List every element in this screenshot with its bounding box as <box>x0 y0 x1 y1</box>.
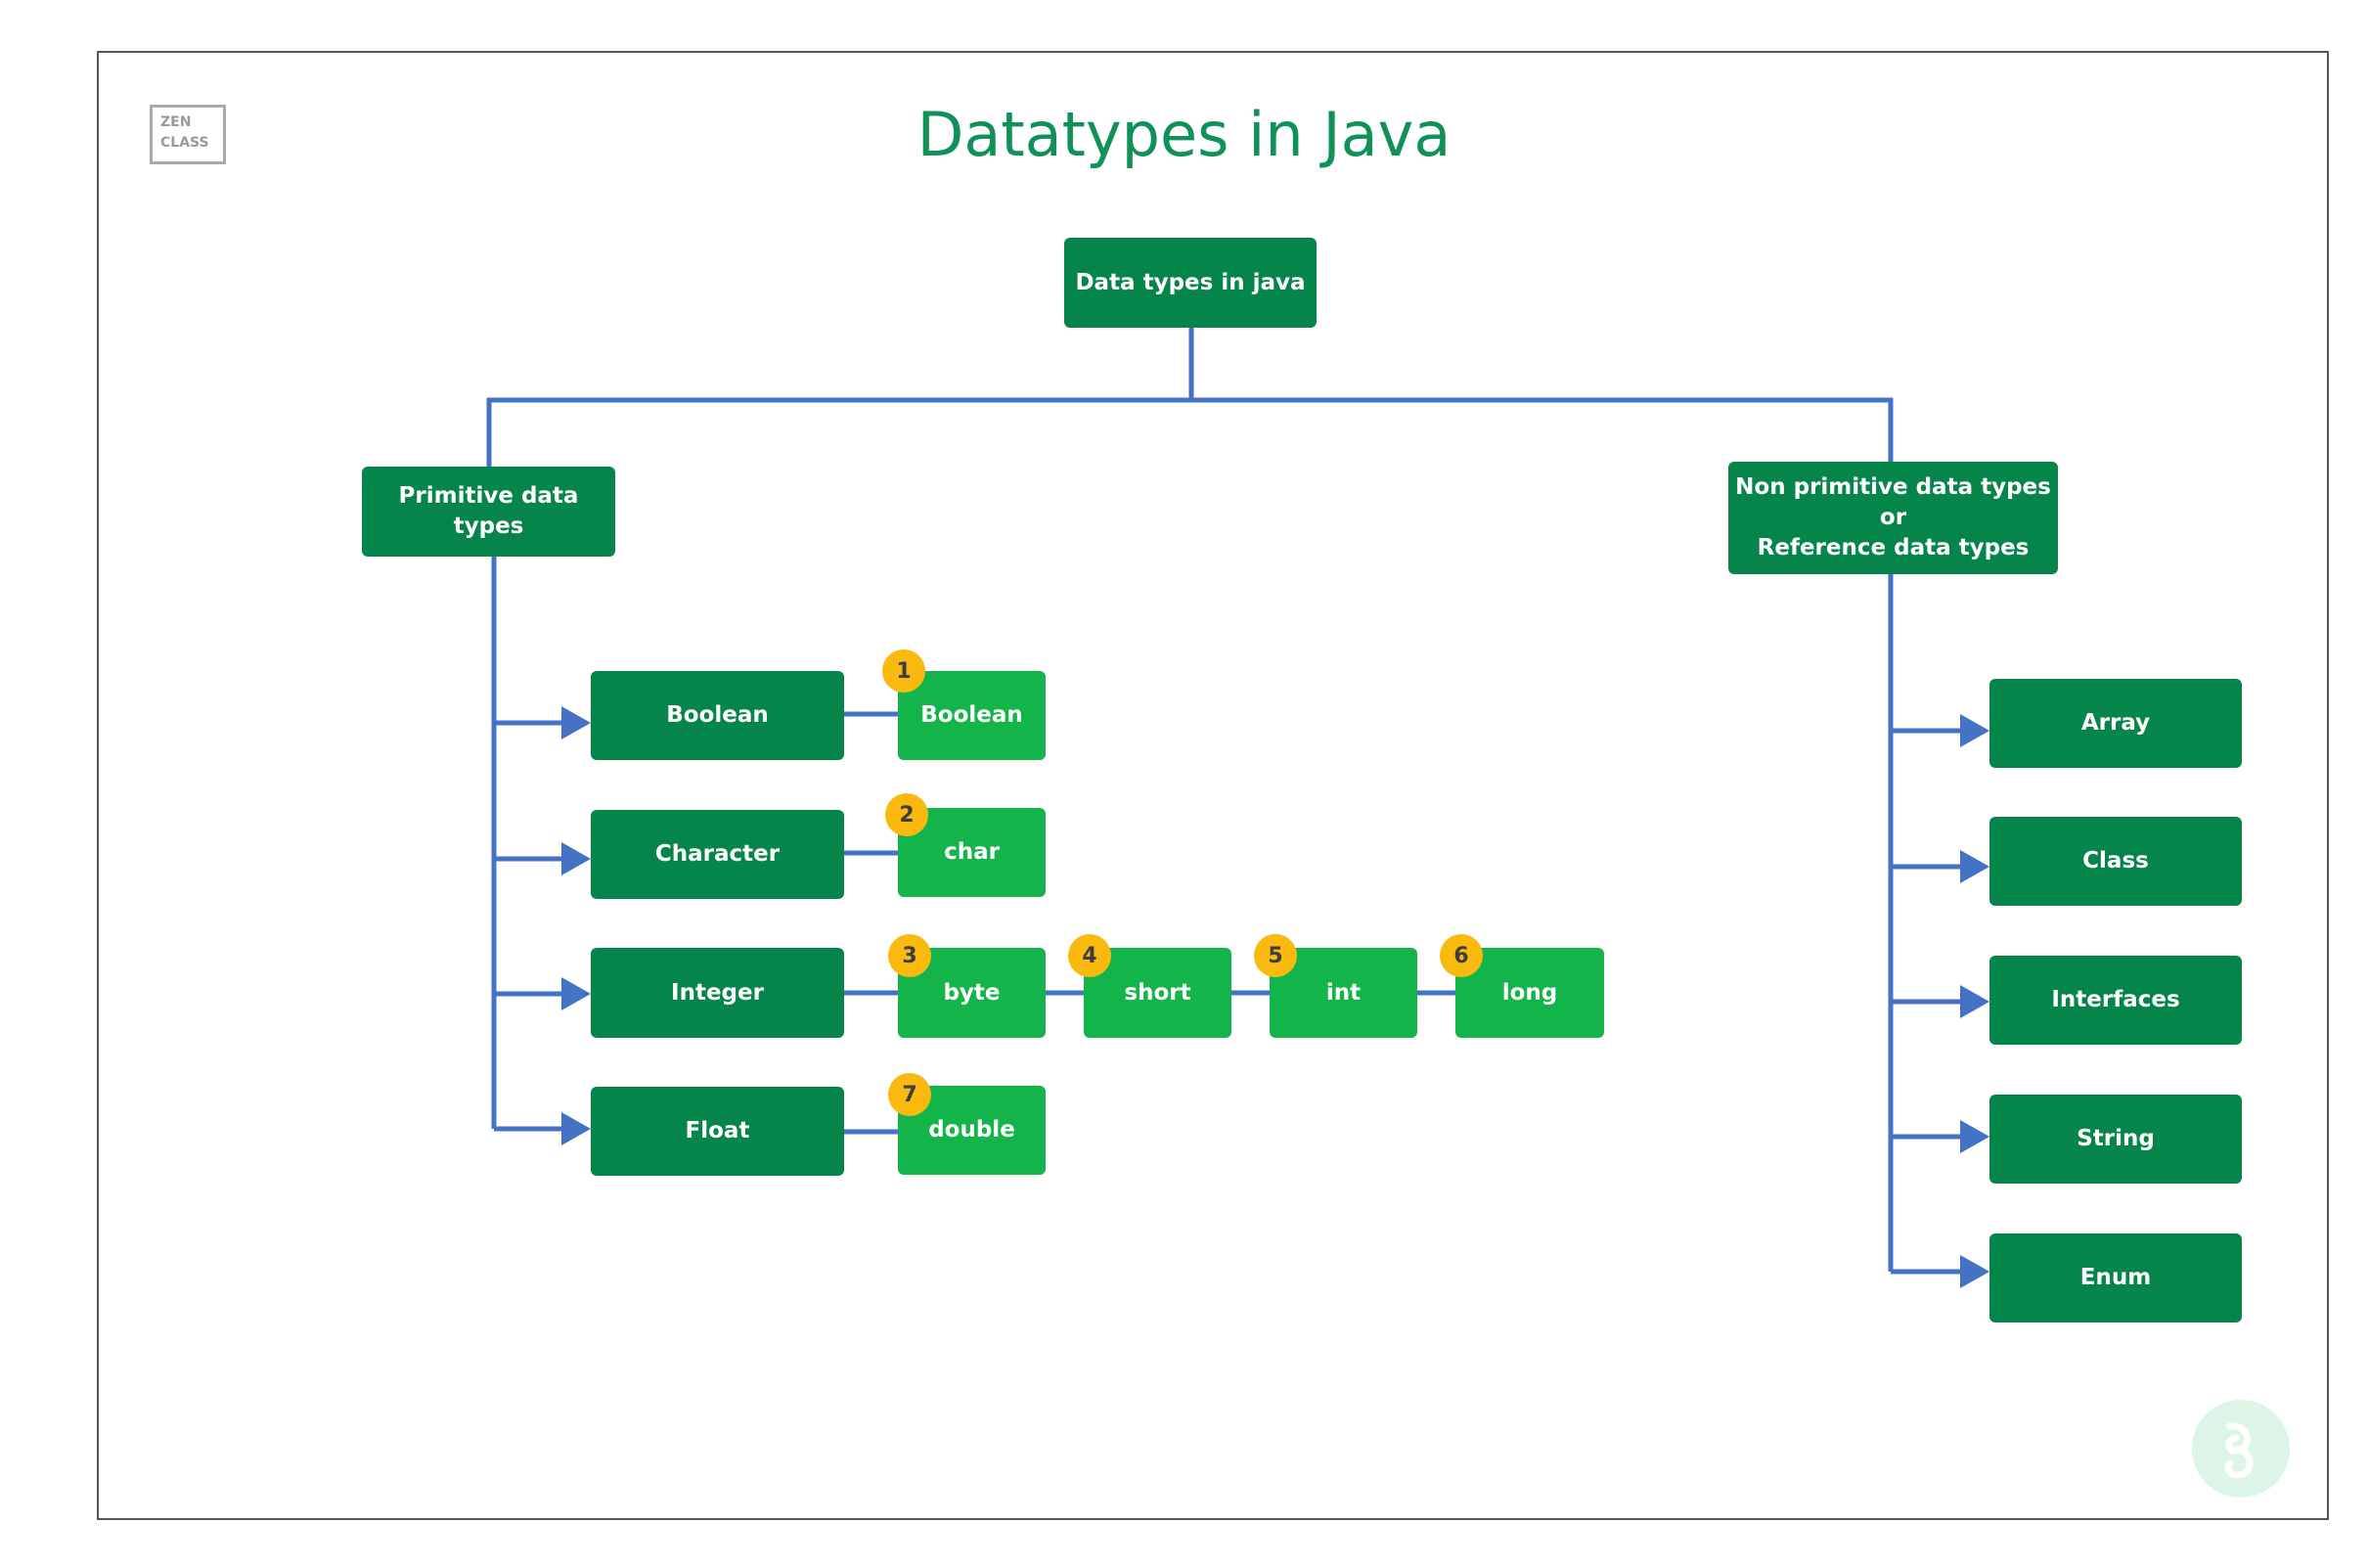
arrow-head-icon <box>561 842 591 875</box>
arrow-head-icon <box>561 977 591 1010</box>
non-primitive-item-string: String <box>1989 1095 2242 1184</box>
page-title: Datatypes in Java <box>916 99 1452 170</box>
non-primitive-node: Non primitive data types or Reference da… <box>1728 462 2058 574</box>
type-boolean: Boolean <box>898 671 1046 760</box>
non-primitive-label-line-1: Non primitive data types <box>1735 474 2051 500</box>
non-primitive-item-class: Class <box>1989 817 2242 906</box>
number-badge-7: 7 <box>888 1073 931 1116</box>
arrow-head-icon <box>561 1112 591 1145</box>
arrow-head-icon <box>1960 850 1989 883</box>
non-primitive-item-interfaces: Interfaces <box>1989 956 2242 1045</box>
primitive-node: Primitive data types <box>362 467 615 557</box>
root-node: Data types in java <box>1064 238 1317 328</box>
brand-logo-icon <box>2192 1400 2290 1498</box>
number-badge-2: 2 <box>885 793 928 836</box>
non-primitive-item-enum: Enum <box>1989 1233 2242 1322</box>
number-badge-4: 4 <box>1068 934 1111 977</box>
non-primitive-item-array: Array <box>1989 679 2242 768</box>
non-primitive-label-line-3: Reference data types <box>1757 535 2030 560</box>
logo-line-2: CLASS <box>160 135 209 151</box>
number-badge-1: 1 <box>882 650 925 693</box>
arrow-head-icon <box>1960 1120 1989 1153</box>
category-float: Float <box>591 1087 844 1176</box>
number-badge-3: 3 <box>888 934 931 977</box>
category-integer: Integer <box>591 948 844 1038</box>
category-character: Character <box>591 810 844 899</box>
zen-class-logo: ZEN CLASS <box>150 105 226 164</box>
arrow-head-icon <box>1960 985 1989 1018</box>
arrow-head-icon <box>561 706 591 739</box>
number-badge-6: 6 <box>1440 934 1483 977</box>
number-badge-5: 5 <box>1254 934 1297 977</box>
logo-line-1: ZEN <box>160 114 192 130</box>
arrow-head-icon <box>1960 1255 1989 1288</box>
category-boolean: Boolean <box>591 671 844 760</box>
arrow-head-icon <box>1960 714 1989 747</box>
non-primitive-label-line-2: or <box>1879 505 1907 530</box>
